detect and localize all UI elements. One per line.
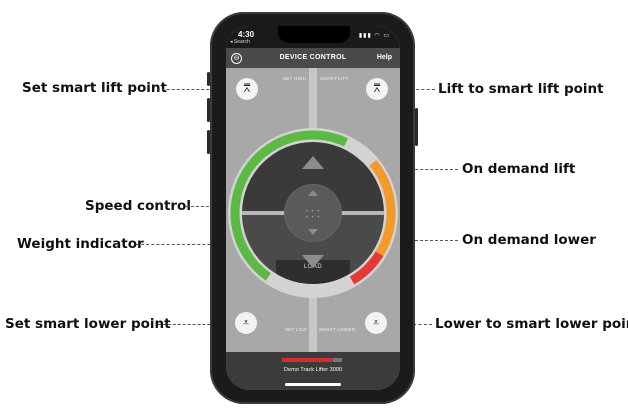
callout-weight-indicator: Weight indicator (17, 236, 144, 252)
device-name: Demo Track Lifter 3000 (283, 367, 343, 373)
status-bar: 4:30 ◂ Search ▮▮▮ ◠ ▭ (226, 26, 400, 48)
nav-bar: ⊖ DEVICE CONTROL Help (226, 48, 400, 68)
lift-to-smart-lift-point-button[interactable]: ⩞ (366, 78, 388, 100)
callout-on-demand-lift: On demand lift (462, 161, 576, 177)
speed-arc-orange (369, 160, 396, 257)
phone-volume-down (207, 130, 210, 154)
set-high-label: SET HIGH (283, 76, 307, 81)
smart-lower-label: SMART LOWER (319, 327, 356, 332)
phone-notch (278, 26, 350, 43)
lower-to-smart-lower-point-button[interactable]: ⩡ (365, 312, 387, 334)
callout-set-smart-lower-point: Set smart lower point (5, 316, 171, 332)
app-screen: 4:30 ◂ Search ▮▮▮ ◠ ▭ ⊖ DEVICE CONTROL H… (226, 26, 400, 390)
back-icon[interactable]: ⊖ (231, 53, 242, 64)
set-low-label: SET LOW (285, 327, 307, 332)
home-indicator[interactable] (285, 383, 341, 386)
on-demand-lower-arrow-icon[interactable] (302, 255, 324, 268)
callout-speed-control: Speed control (85, 198, 191, 214)
speed-down-icon[interactable] (308, 229, 318, 235)
battery-progress-fill (282, 358, 333, 362)
device-control-dial: LOAD • • • • • • (228, 128, 398, 298)
battery-progress-track (282, 358, 342, 362)
leader-set-smart-lower-point (158, 324, 230, 325)
set-smart-lift-point-button[interactable]: ⩞ (236, 78, 258, 100)
callout-lower-to-smart-lower-point: Lower to smart lower point (435, 316, 628, 332)
phone-silent-switch (207, 72, 210, 86)
callout-on-demand-lower: On demand lower (462, 232, 596, 248)
callout-lift-to-smart-lift-point: Lift to smart lift point (438, 81, 604, 97)
status-time: 4:30 (238, 30, 255, 39)
leader-set-smart-lift-point (157, 89, 229, 90)
help-button[interactable]: Help (376, 54, 392, 61)
status-icons: ▮▮▮ ◠ ▭ (358, 33, 390, 39)
speed-grip-icon: • • • • • • (305, 209, 321, 221)
speed-up-icon[interactable] (308, 190, 318, 196)
callout-set-smart-lift-point: Set smart lift point (22, 80, 167, 96)
leader-weight-indicator (136, 244, 236, 245)
set-smart-lower-point-button[interactable]: ⩡ (235, 312, 257, 334)
phone-power-button (415, 108, 418, 146)
on-demand-lift-arrow-icon[interactable] (302, 156, 324, 169)
phone-volume-up (207, 98, 210, 122)
page-title: DEVICE CONTROL (279, 54, 347, 61)
back-to-search-link[interactable]: ◂ Search (230, 39, 250, 45)
smart-lift-label: SMART LIFT (320, 76, 349, 81)
device-footer: Demo Track Lifter 3000 (226, 352, 400, 390)
